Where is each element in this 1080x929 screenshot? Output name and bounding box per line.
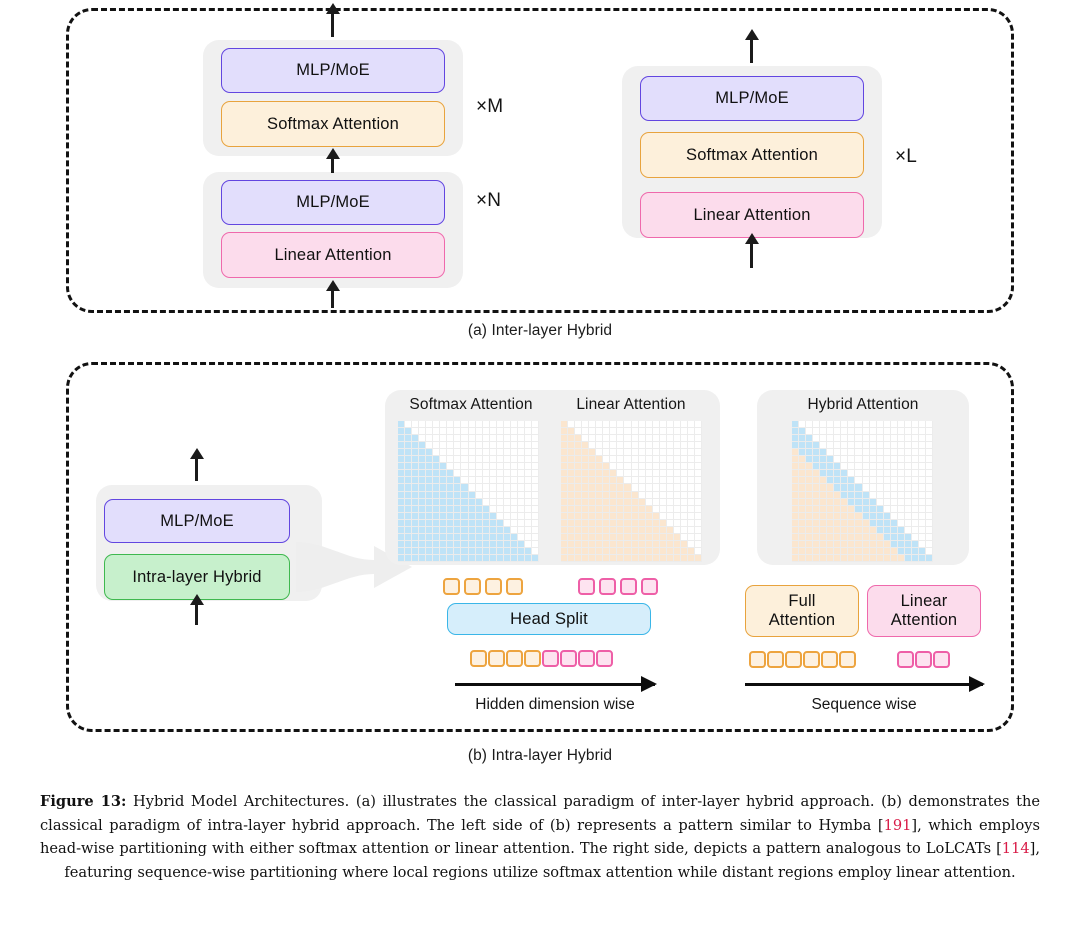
head-square <box>506 578 523 595</box>
multiplier-n: ×N <box>476 190 502 211</box>
figure-body-3: ], featuring sequence-wise partitioning … <box>64 840 1040 881</box>
head-square <box>821 651 838 668</box>
full-attention-line-2: Attention <box>768 611 836 629</box>
matrix-title-hybrid: Hybrid Attention <box>807 396 919 413</box>
head-square <box>897 651 914 668</box>
citation-191[interactable]: 191 <box>883 816 912 834</box>
head-square <box>464 578 481 595</box>
linear-attention-line-2: Attention <box>890 611 958 629</box>
full-attention-line-1: Full <box>788 592 816 611</box>
arrow-input-b <box>195 603 198 625</box>
head-square <box>506 650 523 667</box>
head-square <box>578 578 595 595</box>
flow-arrow-icon <box>296 538 414 596</box>
arrow-output-a-left <box>331 12 334 37</box>
caption-panel-a: (a) Inter-layer Hybrid <box>467 322 613 339</box>
axis-label-hidden-dimension: Hidden dimension wise <box>475 696 635 713</box>
figure-caption: Figure 13: Hybrid Model Architectures. (… <box>40 790 1040 885</box>
head-square <box>767 651 784 668</box>
head-square <box>749 651 766 668</box>
head-row-top-pink <box>578 578 662 595</box>
multiplier-m: ×M <box>476 96 504 117</box>
head-square <box>915 651 932 668</box>
arrow-mid-a-left <box>331 157 334 173</box>
matrix-hybrid-attention <box>792 421 933 562</box>
block-linear-attention-b: Linear Attention <box>867 585 981 637</box>
block-linear-attention-a-bottom: Linear Attention <box>221 232 445 278</box>
block-full-attention: Full Attention <box>745 585 859 637</box>
block-softmax-attention-a-right: Softmax Attention <box>640 132 864 178</box>
citation-114[interactable]: 114 <box>1001 840 1030 858</box>
figure-body-1: (a) illustrates the classical paradigm o… <box>40 793 1040 834</box>
block-head-split: Head Split <box>447 603 651 635</box>
arrow-output-b <box>195 457 198 481</box>
caption-panel-b: (b) Intra-layer Hybrid <box>467 747 613 764</box>
head-square <box>641 578 658 595</box>
head-square <box>560 650 577 667</box>
head-square <box>620 578 637 595</box>
head-square <box>488 650 505 667</box>
axis-label-sequence: Sequence wise <box>811 696 917 713</box>
head-square <box>599 578 616 595</box>
linear-attention-line-1: Linear <box>900 592 948 611</box>
matrix-linear-attention <box>561 421 702 562</box>
matrix-title-linear: Linear Attention <box>576 396 686 413</box>
block-softmax-attention-a-top: Softmax Attention <box>221 101 445 147</box>
block-linear-attention-a-right: Linear Attention <box>640 192 864 238</box>
head-square <box>443 578 460 595</box>
head-square <box>933 651 950 668</box>
head-square <box>542 650 559 667</box>
axis-arrow-sequence <box>745 683 983 686</box>
head-row-bottom <box>470 650 614 667</box>
head-square <box>785 651 802 668</box>
multiplier-l: ×L <box>895 146 918 167</box>
head-square <box>596 650 613 667</box>
block-mlp-moe-a-bottom: MLP/MoE <box>221 180 445 225</box>
arrow-output-a-right <box>750 38 753 63</box>
block-mlp-moe-b: MLP/MoE <box>104 499 290 543</box>
head-square <box>524 650 541 667</box>
head-square <box>485 578 502 595</box>
figure-title: Hybrid Model Architectures. <box>133 793 350 810</box>
head-row-top-orange <box>443 578 527 595</box>
head-square <box>839 651 856 668</box>
figure-body-2: ], which employs head-wise partitioning … <box>40 816 1040 858</box>
arrow-input-a-left <box>331 289 334 308</box>
token-row-orange <box>749 651 857 668</box>
axis-arrow-hidden-dimension <box>455 683 655 686</box>
block-mlp-moe-a-top: MLP/MoE <box>221 48 445 93</box>
arrow-input-a-right <box>750 242 753 268</box>
head-square <box>803 651 820 668</box>
block-mlp-moe-a-right: MLP/MoE <box>640 76 864 121</box>
matrix-softmax-attention <box>398 421 539 562</box>
head-square <box>470 650 487 667</box>
matrix-title-softmax: Softmax Attention <box>409 396 533 413</box>
token-row-pink <box>897 651 951 668</box>
head-square <box>578 650 595 667</box>
figure-label: Figure 13: <box>40 793 127 810</box>
